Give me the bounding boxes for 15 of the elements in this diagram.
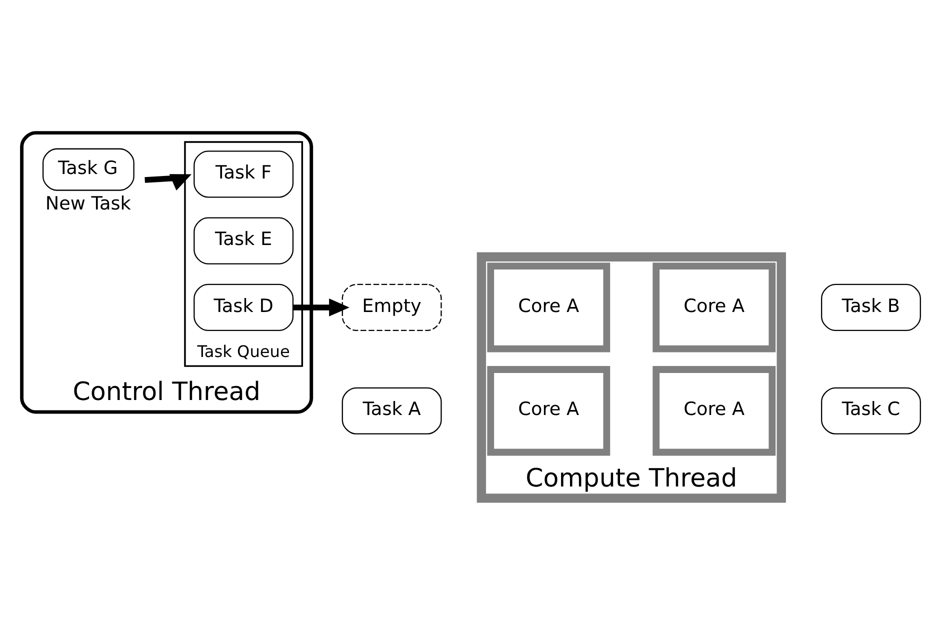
node-box: Task D bbox=[194, 283, 294, 331]
node-box: Task F bbox=[194, 150, 294, 198]
node-label: New Task bbox=[45, 193, 131, 214]
node-box: Empty bbox=[342, 283, 442, 331]
node-box: Core A bbox=[487, 262, 610, 352]
node-box: Core A bbox=[487, 366, 610, 456]
node-box: Task G bbox=[42, 148, 134, 190]
node-box: Task A bbox=[342, 386, 442, 434]
arrow bbox=[293, 298, 350, 316]
arrow bbox=[144, 174, 192, 190]
node-box: Task B bbox=[821, 283, 921, 331]
node-box: Core A bbox=[652, 366, 776, 456]
node-box: Task E bbox=[194, 216, 294, 264]
node-box: Core A bbox=[652, 262, 776, 352]
node-box: Task C bbox=[821, 386, 921, 434]
